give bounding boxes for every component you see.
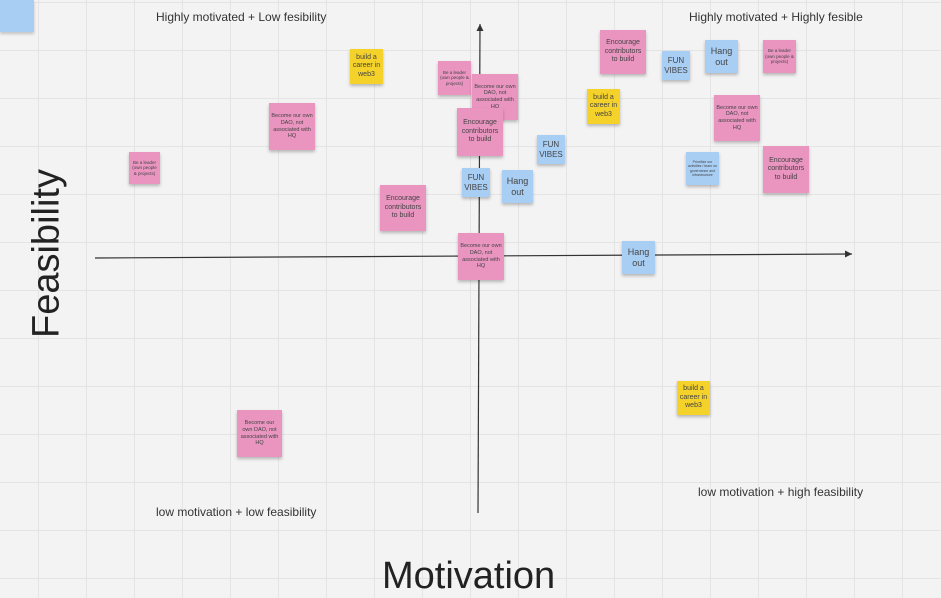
sticky-note[interactable]: Become our own DAO, not associated with …	[458, 233, 504, 280]
x-axis-title: Motivation	[382, 555, 556, 597]
sticky-note[interactable]: Encourage contributors to build	[600, 30, 646, 74]
sticky-note[interactable]: Become our own DAO, not associated with …	[269, 103, 315, 150]
sticky-note[interactable]: Be a leader (own people & projects)	[129, 152, 160, 184]
partial-sticky-note[interactable]	[0, 0, 34, 32]
sticky-note[interactable]: Become our own DAO, not associated with …	[237, 410, 282, 457]
sticky-note[interactable]: Hang out	[502, 170, 533, 203]
sticky-note[interactable]: Hang out	[622, 241, 655, 274]
sticky-note[interactable]: Encourage contributors to build	[457, 108, 503, 156]
sticky-note[interactable]: Be a leader (own people & projects)	[763, 40, 796, 73]
sticky-note[interactable]: Become our own DAO, not associated with …	[714, 95, 760, 141]
quadrant-label-bottom-left: low motivation + low feasibility	[156, 505, 317, 519]
quadrant-label-top-right: Highly motivated + Highly fesible	[689, 10, 863, 24]
sticky-note[interactable]: Prioritize our activities / team on gove…	[686, 152, 719, 185]
sticky-note[interactable]: FUN VIBES	[662, 51, 690, 80]
sticky-note[interactable]: build a career in web3	[677, 381, 710, 415]
sticky-note[interactable]: build a career in web3	[350, 49, 383, 84]
sticky-note[interactable]: Encourage contributors to build	[763, 146, 809, 193]
sticky-note[interactable]: Be a leader (own people & projects)	[438, 61, 471, 95]
y-axis-title: Feasibility	[25, 169, 68, 338]
sticky-note[interactable]: build a career in web3	[587, 89, 620, 124]
sticky-note[interactable]: FUN VIBES	[462, 168, 490, 197]
sticky-note[interactable]: Encourage contributors to build	[380, 185, 426, 231]
quadrant-label-top-left: Highly motivated + Low fesibility	[156, 10, 327, 24]
sticky-note[interactable]: Hang out	[705, 40, 738, 73]
quadrant-label-bottom-right: low motivation + high feasibility	[698, 485, 864, 499]
sticky-note[interactable]: FUN VIBES	[537, 135, 565, 164]
